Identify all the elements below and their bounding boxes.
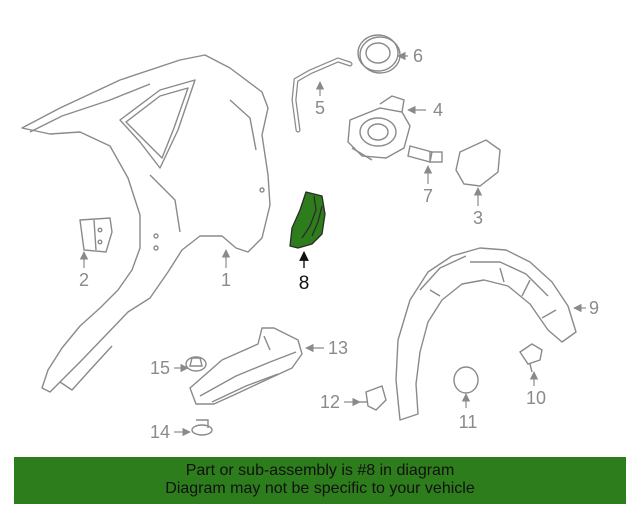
highlighted-bracket-part bbox=[289, 191, 326, 249]
callout-4: 4 bbox=[433, 100, 443, 120]
quarter-panel-part bbox=[21, 54, 271, 393]
callout-14: 14 bbox=[150, 422, 170, 442]
retainer-clip-part bbox=[185, 356, 207, 372]
footer-line-1: Part or sub-assembly is #8 in diagram bbox=[185, 462, 455, 479]
callout-1: 1 bbox=[221, 270, 231, 290]
cable-part bbox=[291, 57, 353, 133]
fuel-door-part bbox=[455, 139, 501, 187]
callout-8: 8 bbox=[299, 273, 310, 294]
wheel-liner-part bbox=[395, 247, 577, 421]
callout-15: 15 bbox=[150, 358, 170, 378]
callout-7: 7 bbox=[423, 186, 433, 206]
fuel-door-housing-part bbox=[347, 95, 411, 161]
clip-part bbox=[519, 343, 543, 373]
callout-10: 10 bbox=[526, 388, 546, 408]
footer-line-2: Diagram may not be specific to your vehi… bbox=[165, 480, 475, 497]
callout-12: 12 bbox=[320, 392, 340, 412]
bracket-part bbox=[79, 217, 113, 253]
callout-6: 6 bbox=[413, 46, 423, 66]
filler-ring-part bbox=[357, 34, 401, 74]
underbody-panel-part bbox=[189, 327, 303, 405]
leader-lines bbox=[79, 51, 586, 437]
screw-part bbox=[191, 419, 213, 436]
actuator-part bbox=[407, 145, 443, 163]
callout-5: 5 bbox=[315, 98, 325, 118]
push-pin-part bbox=[360, 385, 387, 411]
parts-diagram: 1 2 3 4 5 6 7 8 9 10 11 12 13 14 15 bbox=[21, 34, 599, 442]
callout-9: 9 bbox=[589, 298, 599, 318]
callout-11: 11 bbox=[459, 412, 478, 432]
callout-13: 13 bbox=[328, 338, 348, 358]
callout-3: 3 bbox=[473, 208, 483, 228]
callout-2: 2 bbox=[79, 270, 89, 290]
footer-banner: Part or sub-assembly is #8 in diagram Di… bbox=[14, 457, 626, 504]
plug-part bbox=[453, 366, 479, 394]
